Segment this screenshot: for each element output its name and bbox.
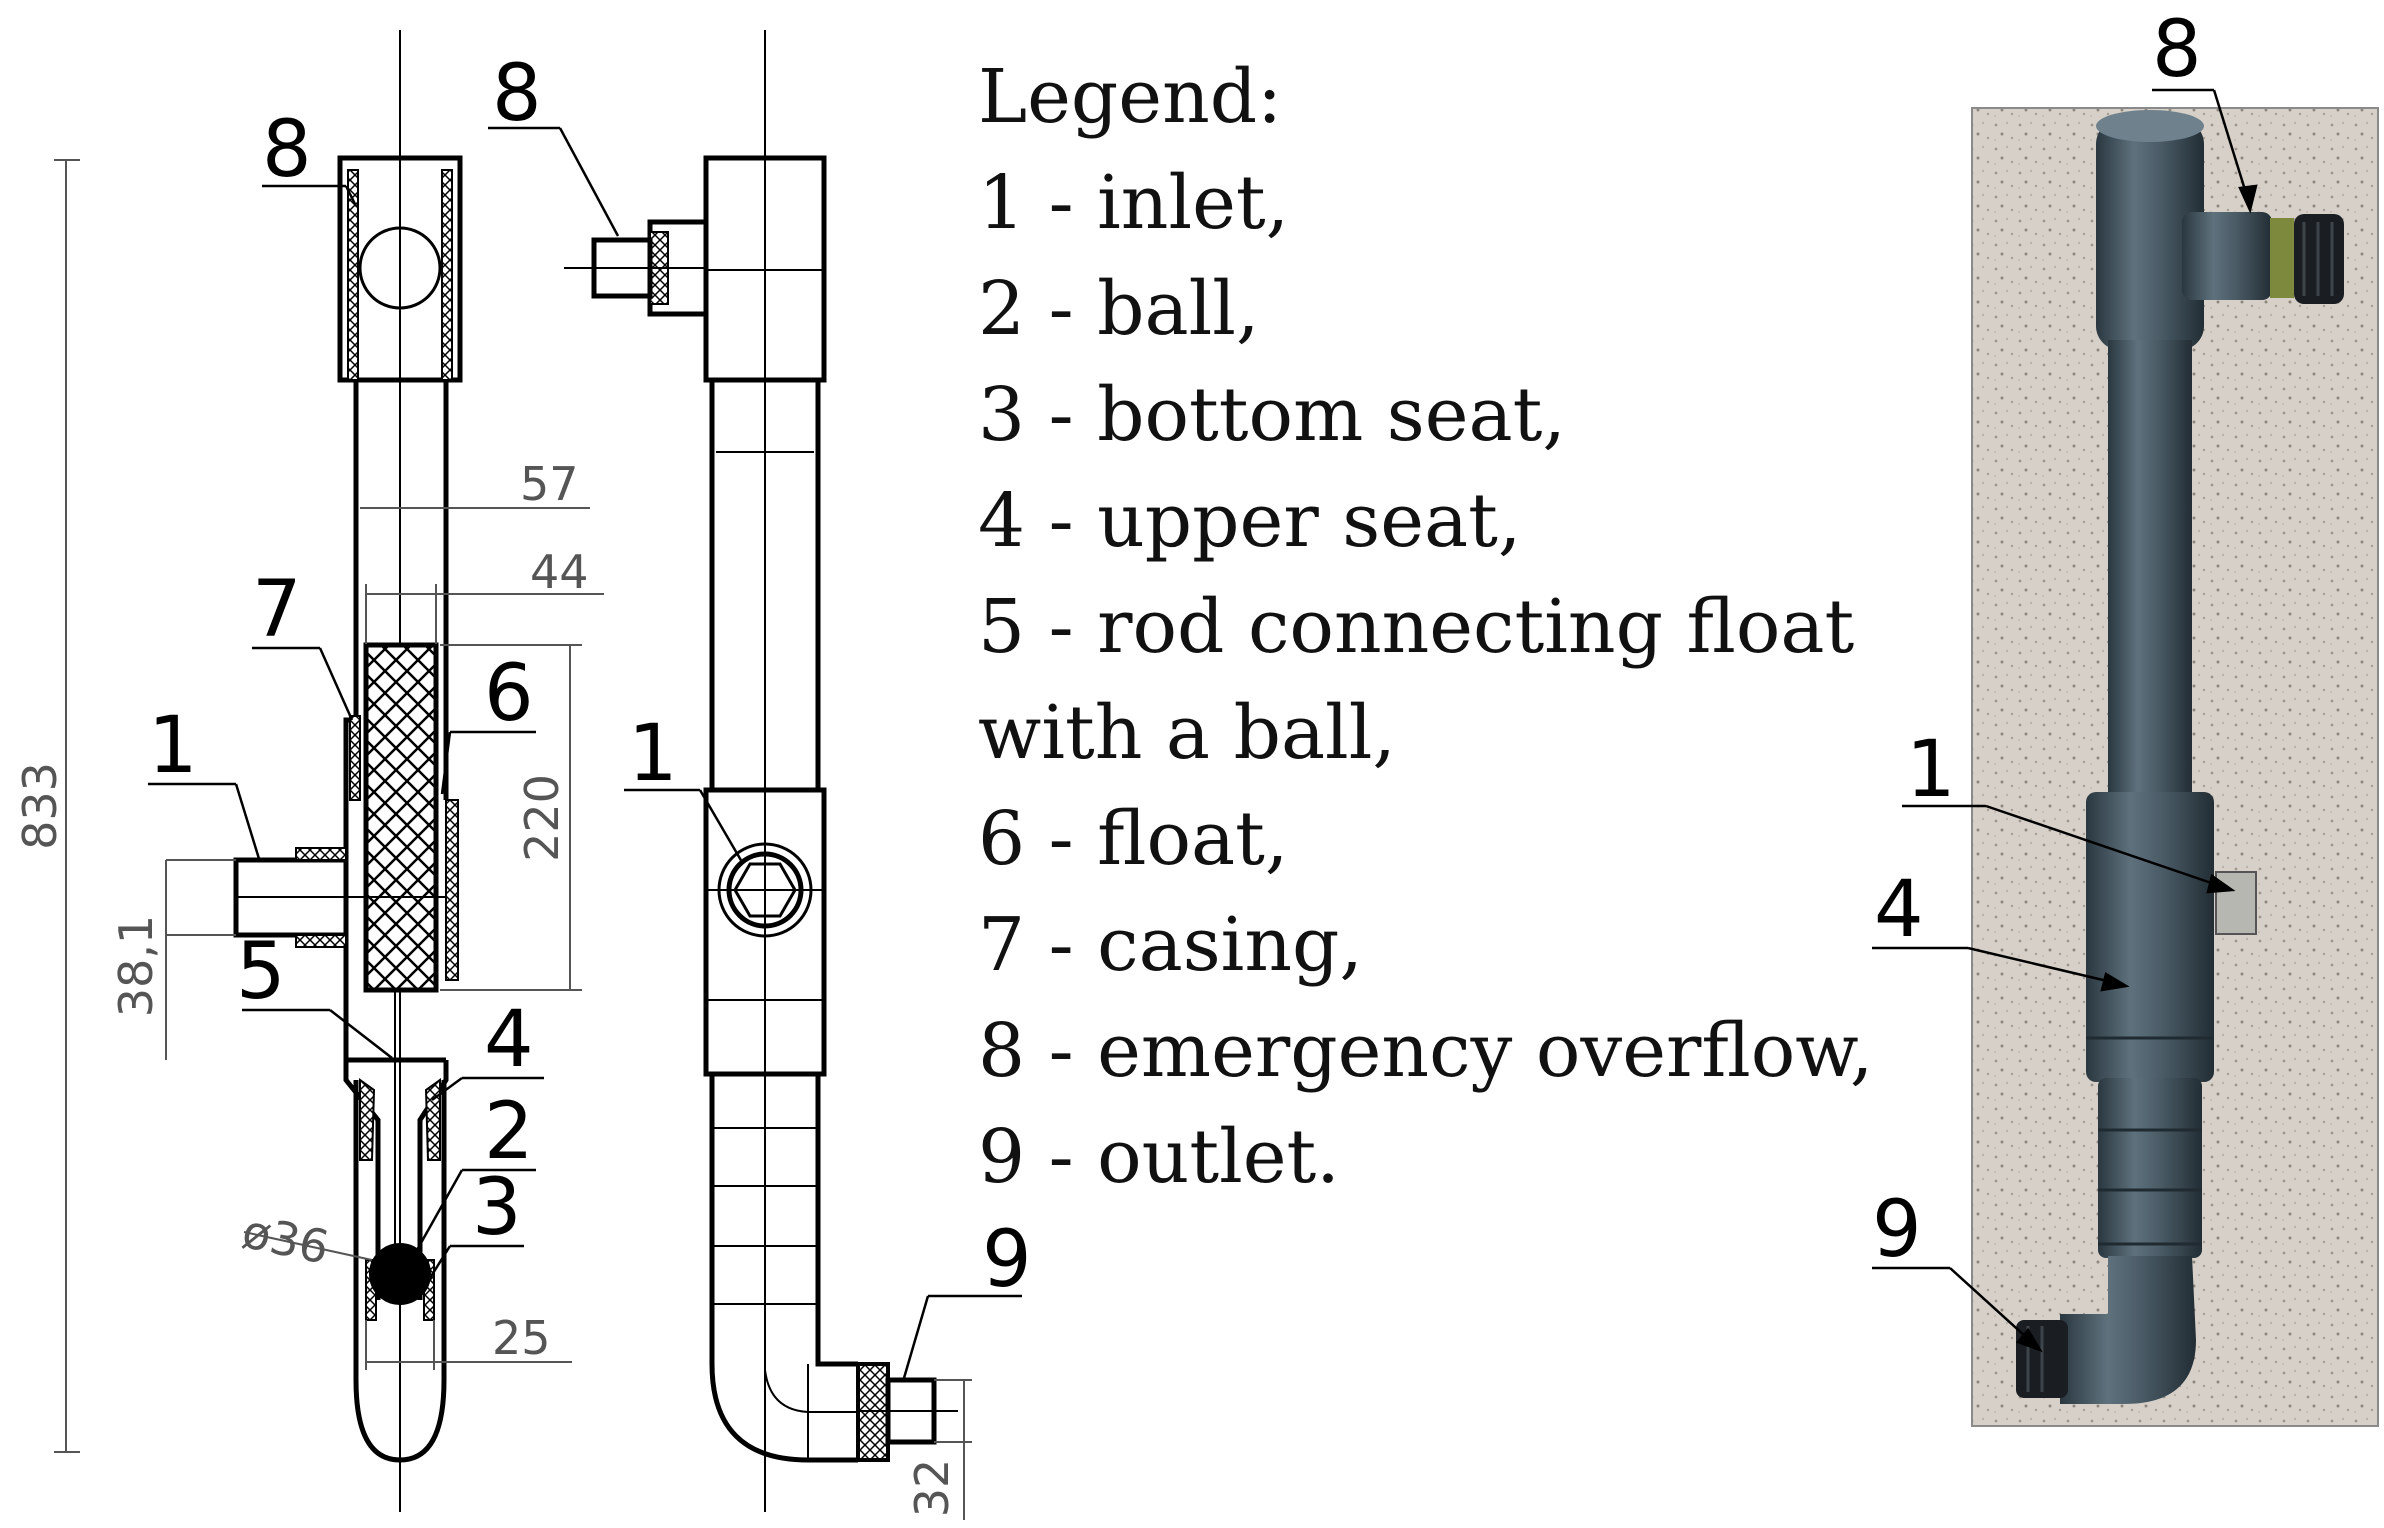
legend: Legend: 1 - inlet, 2 - ball, 3 - bottom … (978, 44, 1978, 1210)
side-callouts (488, 126, 1022, 1379)
callout-9-side: 9 (982, 1215, 1032, 1305)
legend-item-inlet: 1 - inlet, (978, 160, 1290, 246)
dim-float-width: 44 (530, 545, 589, 599)
dim-seat-bore: 25 (492, 1311, 551, 1365)
device-photo (1971, 107, 2379, 1427)
callout-6-section: 6 (484, 649, 534, 739)
dim-inlet: 38,1 (109, 915, 163, 1017)
side-view (564, 30, 958, 1512)
dim-ball-diameter: ø36 (238, 1204, 334, 1275)
callout-7-section: 7 (252, 565, 302, 655)
dim-total-height: 833 (13, 762, 67, 850)
callout-1-photo: 1 (1906, 725, 1956, 815)
callout-5-section: 5 (236, 927, 286, 1017)
callout-8-photo: 8 (2152, 5, 2202, 95)
callout-4-section: 4 (484, 995, 534, 1085)
callout-2-section: 2 (484, 1087, 534, 1177)
callout-9-photo: 9 (1872, 1185, 1922, 1275)
legend-item-outlet: 9 - outlet. (978, 1114, 1340, 1200)
callout-3-section: 3 (472, 1163, 522, 1253)
section-callout-labels: 8 7 1 6 5 4 2 3 (148, 105, 534, 1253)
legend-item-emergency-overflow: 8 - emergency overflow, (978, 1008, 1874, 1094)
photo-callout-labels: 8 1 4 9 (1872, 5, 2202, 1275)
section-dimension-labels: 833 57 44 220 38,1 ø36 25 (13, 457, 589, 1365)
callout-8-section: 8 (262, 105, 312, 195)
callout-4-photo: 4 (1874, 865, 1924, 955)
dim-float-height: 220 (515, 774, 569, 862)
legend-item-rod-continued: with a ball, (978, 690, 1396, 776)
legend-item-rod: 5 - rod connecting float (978, 584, 1855, 670)
legend-item-casing: 7 - casing, (978, 902, 1363, 988)
section-dimensions (54, 159, 604, 1453)
photo-callouts (1872, 88, 2258, 1353)
legend-item-float: 6 - float, (978, 796, 1289, 882)
section-callouts (148, 184, 544, 1279)
legend-title: Legend: (978, 54, 1283, 140)
section-view (233, 30, 463, 1512)
dim-inner-width: 57 (520, 457, 579, 511)
legend-item-upper-seat: 4 - upper seat, (978, 478, 1522, 564)
callout-1-section: 1 (148, 701, 198, 791)
callout-1-side: 1 (628, 709, 678, 799)
side-callout-labels: 8 1 9 (492, 49, 1032, 1305)
dim-outlet: 32 (905, 1459, 959, 1518)
legend-item-bottom-seat: 3 - bottom seat, (978, 372, 1566, 458)
callout-8-side: 8 (492, 49, 542, 139)
side-dimensions (934, 1379, 972, 1520)
legend-item-ball: 2 - ball, (978, 266, 1260, 352)
